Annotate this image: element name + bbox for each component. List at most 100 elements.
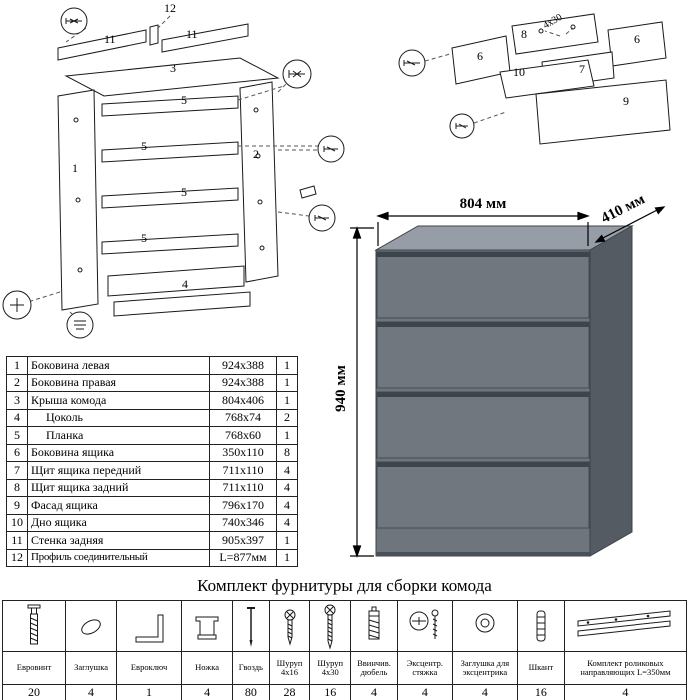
table-row: 4 Цоколь 768x74 2 bbox=[6, 408, 298, 427]
hardware-label: Ввинчив. дюбель bbox=[350, 651, 398, 685]
drawer-part-label-7: 7 bbox=[579, 62, 585, 76]
cam-cap-icon bbox=[475, 613, 495, 633]
icon-cell bbox=[115, 600, 183, 652]
part-size: 905x397 bbox=[209, 531, 277, 550]
dimension-width: 804 мм bbox=[459, 196, 507, 212]
part-qty: 4 bbox=[276, 461, 298, 480]
hardware-label: Евроключ bbox=[115, 651, 183, 685]
frame-part-label-5: 5 bbox=[181, 185, 187, 199]
hardware-label: Шкант bbox=[516, 651, 565, 685]
part-number: 11 bbox=[6, 531, 28, 550]
hardware-label: Эксцентр. стяжка bbox=[396, 651, 453, 685]
icon-cell bbox=[1, 600, 67, 652]
hardware-kit-title: Комплект фурнитуры для сборки комода bbox=[197, 576, 492, 595]
part-qty: 4 bbox=[276, 513, 298, 532]
part-name: Щит ящика задний bbox=[27, 478, 210, 497]
part-name: Цоколь bbox=[27, 408, 210, 427]
part-name: Крыша комода bbox=[27, 391, 210, 410]
drawer-part-label-10: 10 bbox=[513, 65, 525, 79]
icon-cell bbox=[65, 600, 117, 652]
part-size: L=877мм bbox=[209, 548, 277, 567]
frame-panel-holes bbox=[73, 107, 265, 273]
part-size: 740x346 bbox=[209, 513, 277, 532]
table-row: 2 Боковина правая 924x388 1 bbox=[6, 373, 298, 392]
part-qty: 1 bbox=[276, 426, 298, 445]
frame-exploded-view bbox=[57, 23, 317, 317]
hardware-qty: 1 bbox=[115, 684, 183, 700]
nail-icon bbox=[246, 607, 255, 647]
part-qty: 2 bbox=[276, 408, 298, 427]
hardware-qty: 4 bbox=[563, 684, 688, 700]
part-size: 711x110 bbox=[209, 478, 277, 497]
part-name: Боковина левая bbox=[27, 356, 210, 375]
part-name: Профиль соединительный bbox=[27, 548, 210, 567]
part-number: 12 bbox=[6, 548, 28, 567]
part-qty: 1 bbox=[276, 356, 298, 375]
part-name: Боковина ящика bbox=[27, 443, 210, 462]
hardware-qty: 20 bbox=[1, 684, 67, 700]
icon-cell bbox=[563, 600, 688, 652]
hardware-qtys-row: 20 4 1 4 80 28 16 4 4 4 16 4 bbox=[1, 684, 688, 700]
hardware-label: Заглушка для эксцентрика bbox=[451, 651, 518, 685]
drawer-exploded-view bbox=[451, 13, 671, 145]
icon-cell bbox=[516, 600, 565, 652]
frame-part-label-11: 11 bbox=[104, 32, 116, 46]
callout-hardware-icons bbox=[10, 18, 338, 330]
icon-cell bbox=[396, 600, 453, 652]
part-number: 1 bbox=[6, 356, 28, 375]
part-size: 350x110 bbox=[209, 443, 277, 462]
part-number: 2 bbox=[6, 373, 28, 392]
frame-part-label-12: 12 bbox=[164, 1, 176, 15]
part-qty: 1 bbox=[276, 373, 298, 392]
part-number: 3 bbox=[6, 391, 28, 410]
icon-cell bbox=[232, 600, 270, 652]
frame-part-label-5: 5 bbox=[141, 231, 147, 245]
part-number: 10 bbox=[6, 513, 28, 532]
drawer-part-label-8: 8 bbox=[521, 27, 527, 41]
part-name: Фасад ящика bbox=[27, 496, 210, 515]
icon-cell bbox=[309, 600, 352, 652]
icon-cell bbox=[181, 600, 234, 652]
part-number: 8 bbox=[6, 478, 28, 497]
chest-drawer-grooves bbox=[376, 252, 590, 556]
part-number: 5 bbox=[6, 426, 28, 445]
part-size: 804x406 bbox=[209, 391, 277, 410]
hardware-qty: 80 bbox=[232, 684, 270, 700]
drawer-callout-hardware-icons bbox=[403, 24, 576, 129]
table-row: 7 Щит ящика передний 711x110 4 bbox=[6, 461, 298, 480]
hardware-qty: 4 bbox=[396, 684, 453, 700]
plug-icon bbox=[81, 619, 101, 635]
dimension-lines bbox=[350, 206, 666, 558]
euro-screw-icon bbox=[27, 604, 41, 645]
part-number: 9 bbox=[6, 496, 28, 515]
wood-dowel-icon bbox=[536, 610, 546, 642]
part-name: Планка bbox=[27, 426, 210, 445]
hardware-qty: 16 bbox=[516, 684, 565, 700]
part-number: 6 bbox=[6, 443, 28, 462]
cam-lock-icon bbox=[409, 609, 439, 639]
table-row: 3 Крыша комода 804x406 1 bbox=[6, 391, 298, 410]
table-row: 9 Фасад ящика 796x170 4 bbox=[6, 496, 298, 515]
hardware-table: Евровинт Заглушка Евроключ Ножка Гвоздь … bbox=[1, 600, 688, 700]
drawer-part-label-9: 9 bbox=[623, 94, 629, 108]
hardware-label: Заглушка bbox=[65, 651, 117, 685]
table-row: 11 Стенка задняя 905x397 1 bbox=[6, 531, 298, 550]
chest-drawers bbox=[376, 251, 590, 529]
hardware-qty: 16 bbox=[309, 684, 352, 700]
hardware-qty: 4 bbox=[181, 684, 234, 700]
part-qty: 1 bbox=[276, 531, 298, 550]
part-number: 7 bbox=[6, 461, 28, 480]
drawer-rails-icon bbox=[577, 610, 671, 637]
frame-part-label-5: 5 bbox=[181, 93, 187, 107]
part-qty: 1 bbox=[276, 391, 298, 410]
screw-4x16-icon bbox=[284, 609, 295, 646]
part-name: Стенка задняя bbox=[27, 531, 210, 550]
hardware-qty: 4 bbox=[350, 684, 398, 700]
part-size: 796x170 bbox=[209, 496, 277, 515]
part-name: Дно ящика bbox=[27, 513, 210, 532]
hardware-label: Ножка bbox=[181, 651, 234, 685]
hardware-label: Шуруп 4x16 bbox=[268, 651, 311, 685]
part-qty: 4 bbox=[276, 496, 298, 515]
